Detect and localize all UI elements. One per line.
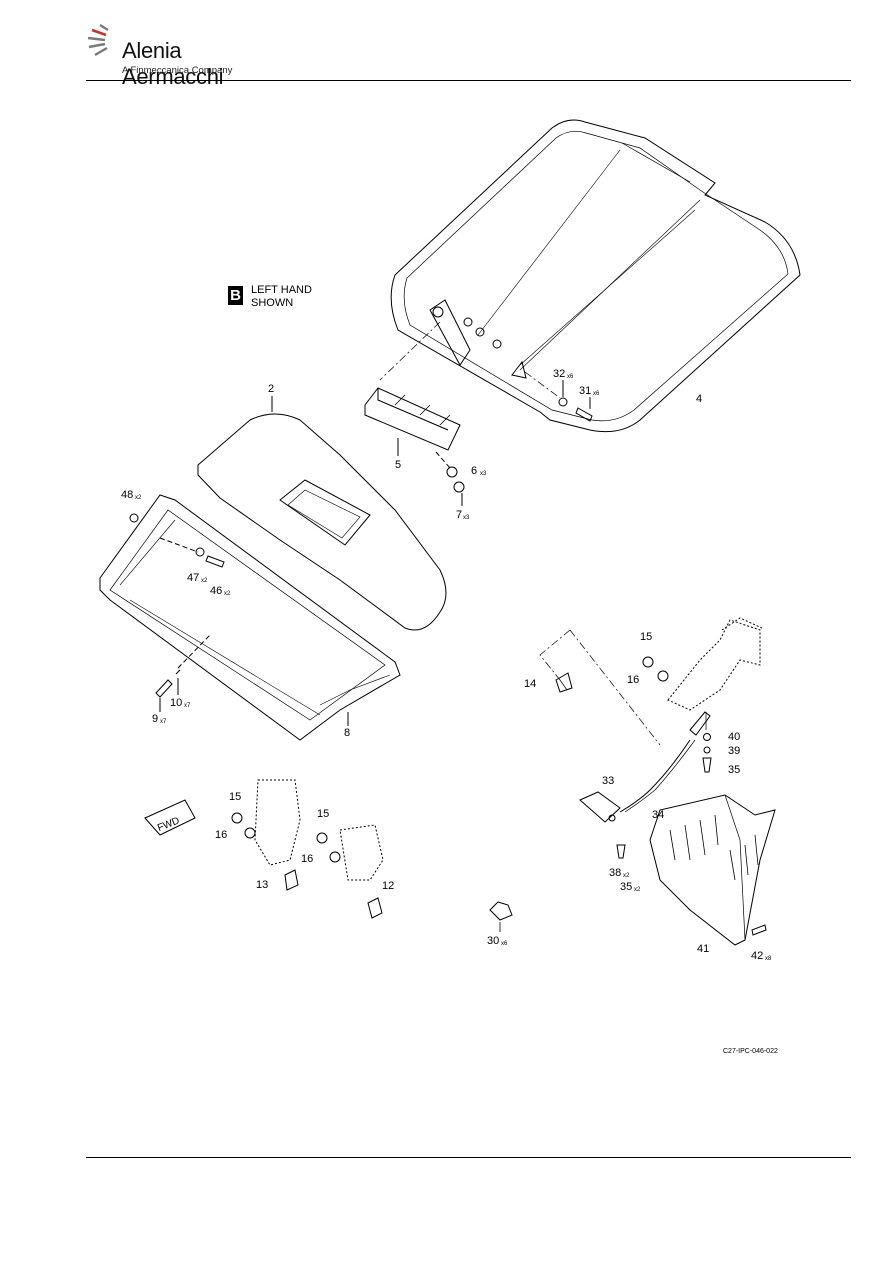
callout-4: 4 (696, 393, 702, 405)
callout-16-c: 16 (301, 853, 313, 865)
callout-16-b: 16 (215, 829, 227, 841)
callout-32-qty: x6 (567, 374, 574, 380)
callout-31: 31 (579, 385, 591, 397)
part-8-tray (99, 494, 401, 741)
figure-id: C27-IPC-046-022 (723, 1048, 778, 1055)
callout-40: 40 (728, 731, 740, 743)
fasteners-46-47-48 (129, 513, 225, 568)
part-5-bracket (364, 387, 465, 506)
callout-30-qty: x6 (501, 941, 508, 947)
part-2-cover (197, 396, 447, 631)
callout-30: 30 (487, 935, 499, 947)
callout-42-qty: x8 (765, 956, 772, 962)
callout-15-a: 15 (640, 631, 652, 643)
callout-34: 34 (652, 809, 664, 821)
logo-mark-icon (87, 23, 109, 57)
callout-10: 10 (170, 697, 182, 709)
callout-9-qty: x7 (160, 719, 167, 725)
callout-47: 47 (187, 572, 199, 584)
callout-38: 38 (609, 867, 621, 879)
view-note-line1: LEFT HAND (251, 284, 312, 296)
callout-2: 2 (268, 383, 274, 395)
header-rule (86, 80, 851, 81)
callout-31-qty: x6 (593, 391, 600, 397)
brand-tagline: A Finmeccanica Company (122, 65, 233, 76)
fasteners-31-32 (558, 380, 593, 422)
callout-35-b: 35 (620, 881, 632, 893)
part-33-34 (579, 739, 696, 859)
callout-46: 46 (210, 585, 222, 597)
view-letter-badge: B (228, 286, 243, 305)
callout-35-a: 35 (728, 764, 740, 776)
callout-9: 9 (152, 713, 158, 725)
fasteners-9-10 (155, 634, 211, 712)
callout-32: 32 (553, 368, 565, 380)
callout-48: 48 (121, 489, 133, 501)
callout-6: 6 (471, 465, 477, 477)
callout-38-qty: x2 (623, 873, 630, 879)
brand-name: Alenia Aermacchi (122, 38, 224, 89)
callout-15-c: 15 (317, 808, 329, 820)
company-logo: Alenia Aermacchi A Finmeccanica Company (86, 22, 286, 89)
callout-6-qty: x3 (480, 471, 487, 477)
callout-46-qty: x2 (224, 591, 231, 597)
callout-39: 39 (728, 745, 740, 757)
callout-35-b-qty: x2 (634, 887, 641, 893)
callout-14: 14 (524, 678, 536, 690)
fwd-arrow-icon (144, 799, 196, 836)
callout-42: 42 (751, 950, 763, 962)
callout-15-b: 15 (229, 791, 241, 803)
callout-47-qty: x2 (201, 578, 208, 584)
callout-7: 7 (456, 509, 462, 521)
callout-5: 5 (395, 459, 401, 471)
callout-48-qty: x2 (135, 495, 142, 501)
callout-16-a: 16 (627, 674, 639, 686)
part-41-guard (649, 794, 776, 946)
part-4-panel (390, 119, 801, 433)
callout-13: 13 (256, 879, 268, 891)
bracket-assembly-right (667, 617, 763, 711)
callout-10-qty: x7 (184, 703, 191, 709)
callout-41: 41 (697, 943, 709, 955)
callout-7-qty: x3 (463, 515, 470, 521)
view-note-line2: SHOWN (251, 297, 294, 309)
callout-33: 33 (602, 775, 614, 787)
footer-rule (86, 1157, 851, 1158)
callout-8: 8 (344, 727, 350, 739)
callout-12: 12 (382, 880, 394, 892)
